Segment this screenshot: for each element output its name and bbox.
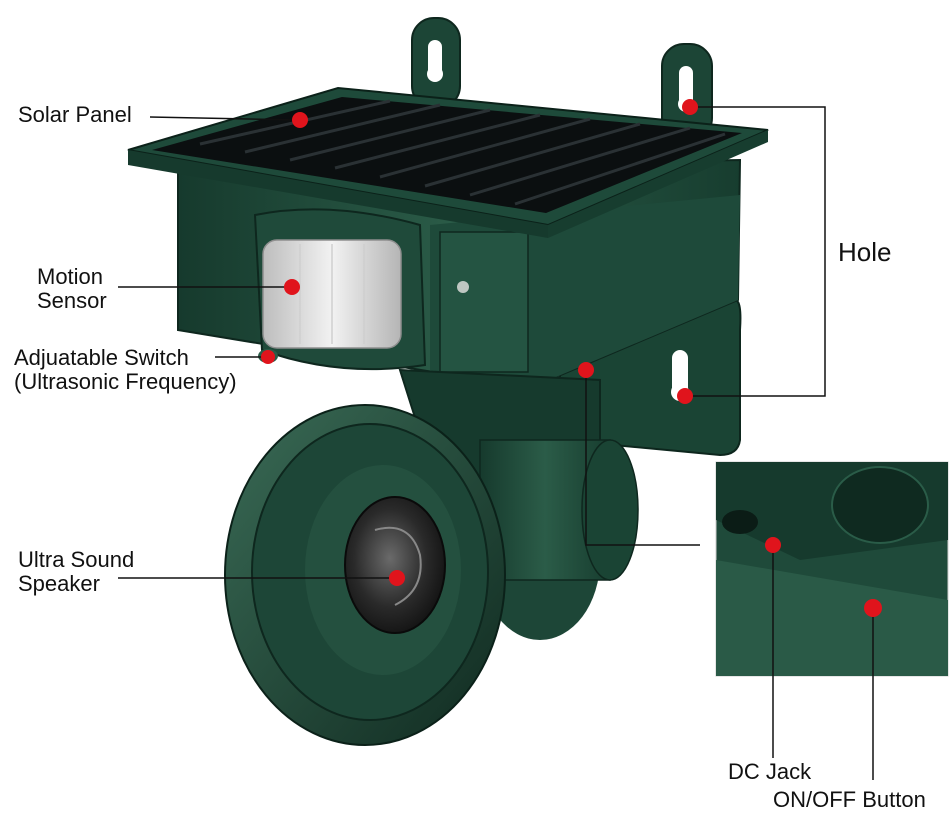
- marker-on-off: [864, 599, 882, 617]
- marker-solar: [292, 112, 308, 128]
- label-dc-jack-text: DC Jack: [728, 759, 812, 784]
- label-solar-panel: Solar Panel: [18, 103, 132, 127]
- label-switch-line1: Adjuatable Switch: [14, 345, 189, 370]
- ultrasonic-speaker: [224, 404, 506, 746]
- leader-lines: [118, 106, 874, 780]
- label-hole: Hole: [838, 237, 892, 267]
- label-on-off: ON/OFF Button: [773, 788, 926, 812]
- marker-switch: [261, 350, 275, 364]
- label-switch: Adjuatable Switch (Ultrasonic Frequency): [14, 346, 237, 394]
- label-dc-jack: DC Jack: [728, 760, 811, 784]
- marker-speaker: [389, 570, 405, 586]
- label-motion-sensor: Motion Sensor: [37, 265, 107, 313]
- marker-inset: [578, 362, 594, 378]
- marker-hole-bottom: [677, 388, 693, 404]
- label-speaker-line1: Ultra Sound: [18, 547, 135, 572]
- solar-panel: [127, 86, 769, 238]
- label-motion-line2: Sensor: [37, 288, 107, 313]
- marker-dc-jack: [765, 537, 781, 553]
- label-switch-line2: (Ultrasonic Frequency): [14, 369, 237, 394]
- label-motion-line1: Motion: [37, 264, 104, 289]
- leader-inset: [585, 370, 700, 546]
- leader-hole: [685, 106, 826, 397]
- label-on-off-text: ON/OFF Button: [773, 787, 926, 812]
- label-speaker-line2: Speaker: [18, 571, 100, 596]
- markers: [261, 99, 882, 617]
- marker-motion: [284, 279, 300, 295]
- mount-tab-left: [411, 17, 461, 109]
- motion-sensor: [253, 208, 427, 371]
- label-hole-text: Hole: [838, 237, 892, 267]
- inset-detail: [715, 461, 949, 677]
- label-solar-panel-text: Solar Panel: [18, 102, 132, 127]
- marker-hole-top: [682, 99, 698, 115]
- leader-solar: [149, 116, 301, 121]
- label-speaker: Ultra Sound Speaker: [18, 548, 134, 596]
